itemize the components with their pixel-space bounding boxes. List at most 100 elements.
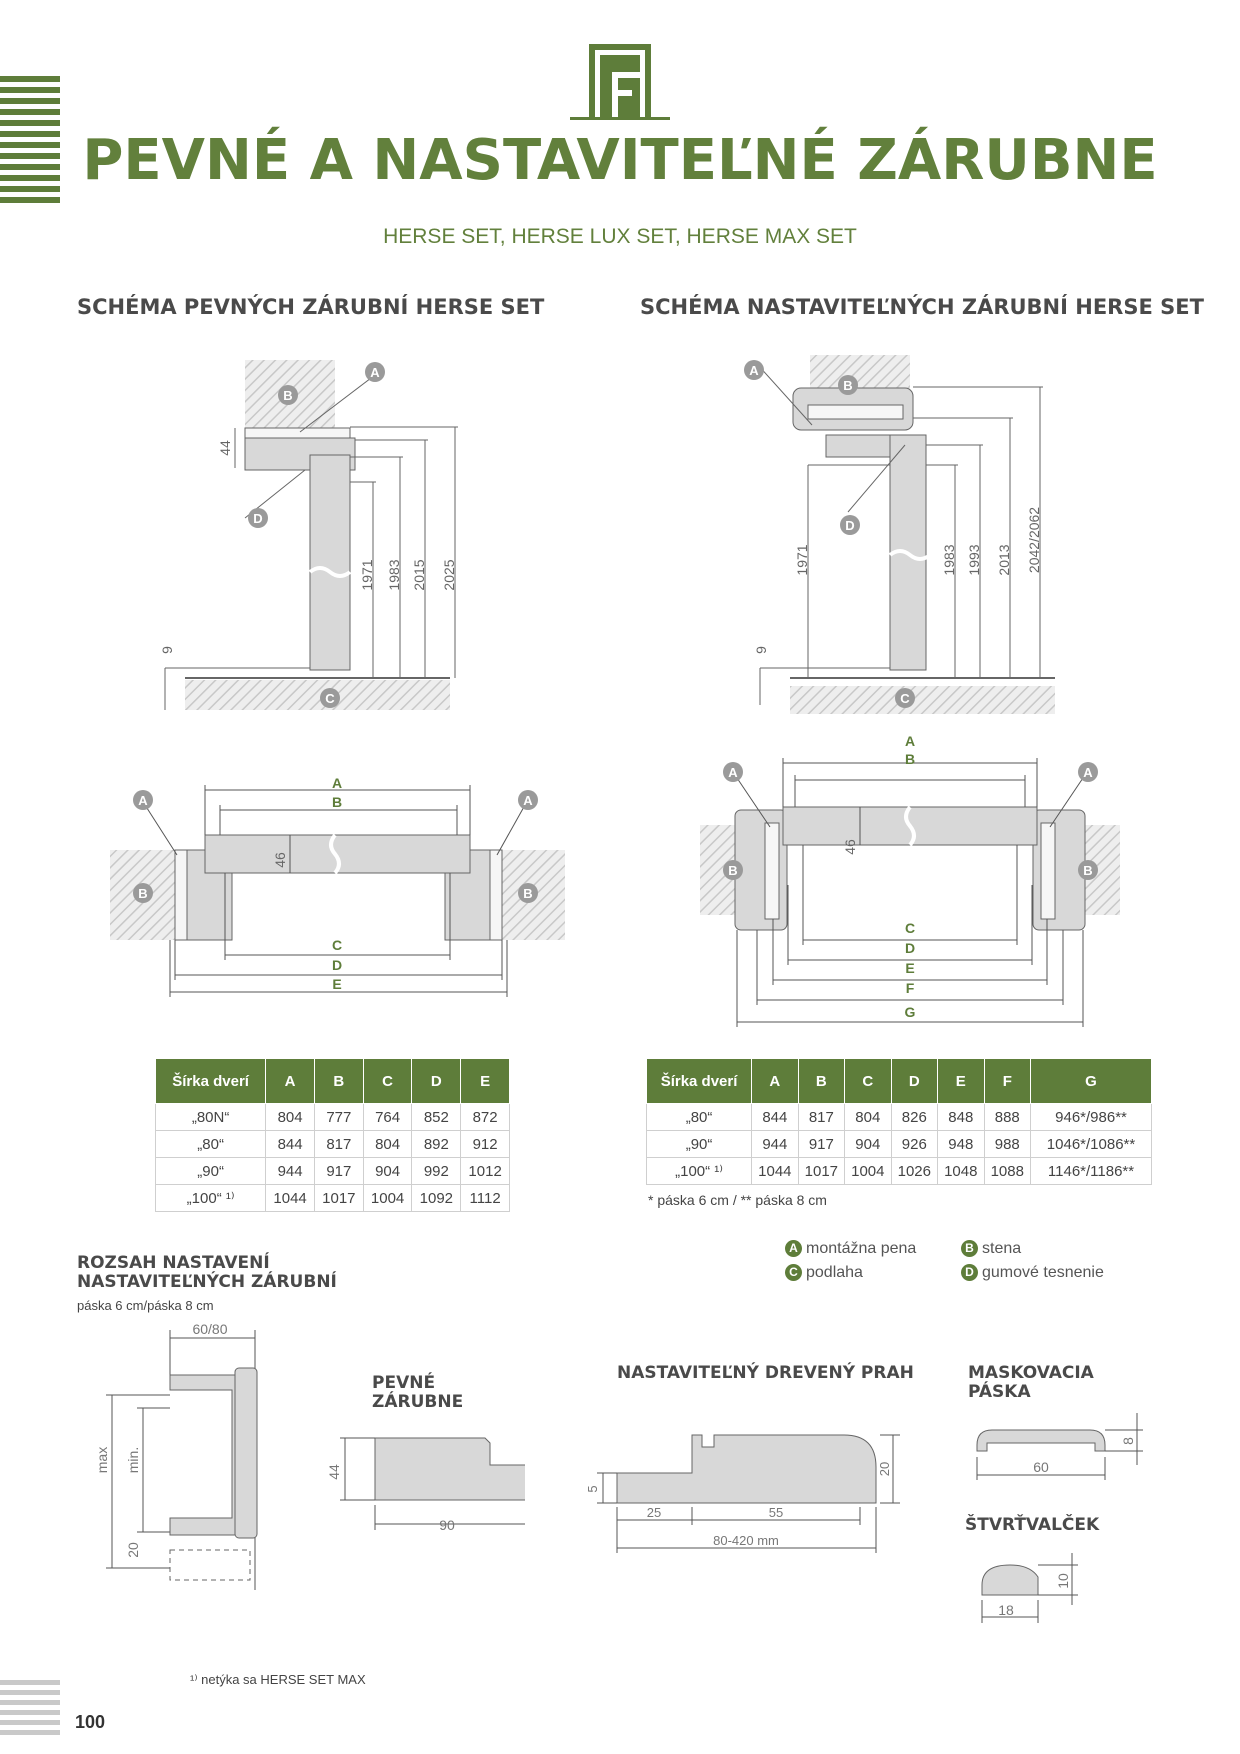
svg-text:E: E <box>905 960 914 976</box>
dim-max: max <box>94 1447 110 1473</box>
svg-text:1983: 1983 <box>941 544 957 575</box>
table-cell: 944 <box>265 1157 315 1185</box>
quarter-round-title: ŠTVRŤVALČEK <box>965 1515 1100 1535</box>
dim-range: 80-420 mm <box>713 1533 779 1548</box>
svg-text:A: A <box>138 793 148 808</box>
table-cell: 848 <box>937 1103 985 1131</box>
svg-text:B: B <box>523 886 532 901</box>
table-cell: 944 <box>751 1130 799 1158</box>
svg-text:B: B <box>728 863 737 878</box>
table-cell: 777 <box>313 1103 364 1131</box>
table-cell: 1048 <box>937 1157 985 1185</box>
table-cell: „80N“ <box>154 1103 267 1131</box>
table-cell: „90“ <box>154 1157 267 1185</box>
dim-90: 90 <box>439 1517 455 1533</box>
fixed-frame-profile-diagram: 44 90 <box>326 1437 525 1533</box>
table-cell: 872 <box>460 1103 510 1131</box>
masking-strip-diagram: 8 60 <box>976 1413 1143 1480</box>
quarter-round-diagram: 10 18 <box>981 1553 1078 1623</box>
svg-text:A: A <box>728 765 738 780</box>
table-cell: 946*/986** <box>1030 1103 1152 1131</box>
table-cell: 852 <box>411 1103 462 1131</box>
svg-text:2015: 2015 <box>411 559 427 590</box>
svg-text:B: B <box>332 794 342 810</box>
table-cell: 1012 <box>460 1157 510 1185</box>
top-left-stripes <box>0 76 60 226</box>
column-header-e: E <box>937 1058 985 1104</box>
svg-text:9: 9 <box>753 646 769 654</box>
dim-5: 5 <box>585 1485 600 1492</box>
table-note: * páska 6 cm / ** páska 8 cm <box>648 1192 827 1208</box>
page-subtitle: HERSE SET, HERSE LUX SET, HERSE MAX SET <box>383 225 857 248</box>
threshold-profile-diagram: 5 20 25 55 80-420 mm <box>585 1434 900 1553</box>
table-cell: 892 <box>411 1130 462 1158</box>
svg-text:D: D <box>845 518 854 533</box>
table-cell: 904 <box>362 1157 413 1185</box>
table-cell: 992 <box>411 1157 462 1185</box>
table-cell: 1112 <box>460 1184 510 1212</box>
table-cell: 1017 <box>313 1184 364 1212</box>
svg-text:B: B <box>283 388 292 403</box>
table-cell: 817 <box>797 1103 846 1131</box>
page-title: PEVNÉ A NASTAVITEĽNÉ ZÁRUBNE <box>82 128 1158 193</box>
table-cell: 948 <box>937 1130 985 1158</box>
range-note: páska 6 cm/páska 8 cm <box>77 1298 214 1313</box>
dim-20-threshold: 20 <box>877 1462 892 1476</box>
dim-44: 44 <box>326 1464 342 1480</box>
page-number: 100 <box>75 1712 106 1732</box>
legend-badge: A <box>785 1240 802 1258</box>
table-cell: „90“ <box>645 1130 753 1158</box>
column-header-g: G <box>1030 1058 1152 1104</box>
fixed-frame-elevation-diagram: 1971 1983 2015 2025 44 9 A B C D <box>160 360 458 710</box>
svg-text:1971: 1971 <box>359 559 375 590</box>
dim-60-80: 60/80 <box>192 1321 227 1337</box>
table-cell: 764 <box>362 1103 413 1131</box>
svg-text:C: C <box>900 691 910 706</box>
table-cell: „80“ <box>645 1103 753 1131</box>
masking-title: MASKOVACIA PÁSKA <box>968 1363 1094 1402</box>
dim-min: min. <box>125 1447 141 1473</box>
table-cell: 926 <box>890 1130 939 1158</box>
svg-text:A: A <box>749 363 759 378</box>
table-cell: 917 <box>313 1157 364 1185</box>
dim-60: 60 <box>1033 1459 1049 1475</box>
table-cell: 804 <box>844 1103 892 1131</box>
table-cell: 844 <box>751 1103 799 1131</box>
svg-text:2042/2062: 2042/2062 <box>1026 507 1042 573</box>
section-title-fixed: SCHÉMA PEVNÝCH ZÁRUBNÍ HERSE SET <box>77 295 545 319</box>
dim-20: 20 <box>125 1542 141 1558</box>
table-cell: 1026 <box>890 1157 939 1185</box>
bottom-left-stripes <box>0 1680 60 1740</box>
table-cell: 1044 <box>265 1184 315 1212</box>
svg-text:A: A <box>370 365 380 380</box>
svg-text:D: D <box>905 940 915 956</box>
dim-8: 8 <box>1120 1437 1136 1445</box>
svg-text:1983: 1983 <box>386 559 402 590</box>
table-cell: 888 <box>983 1103 1032 1131</box>
svg-text:2025: 2025 <box>441 559 457 590</box>
table-cell: 904 <box>844 1130 892 1158</box>
range-title: ROZSAH NASTAVENÍ NASTAVITEĽNÝCH ZÁRUBNÍ <box>77 1253 337 1292</box>
dim-55: 55 <box>769 1505 783 1520</box>
dim-25: 25 <box>647 1505 661 1520</box>
svg-text:A: A <box>1083 765 1093 780</box>
table-cell: 804 <box>362 1130 413 1158</box>
range-adjustment-diagram: 60/80 max min. 20 <box>94 1321 258 1590</box>
svg-text:B: B <box>1083 863 1092 878</box>
svg-text:B: B <box>843 378 852 393</box>
footnote: ¹⁾ netýka sa HERSE SET MAX <box>190 1672 366 1687</box>
table-cell: „100“ ¹⁾ <box>645 1157 753 1185</box>
table-cell: 1004 <box>844 1157 892 1185</box>
